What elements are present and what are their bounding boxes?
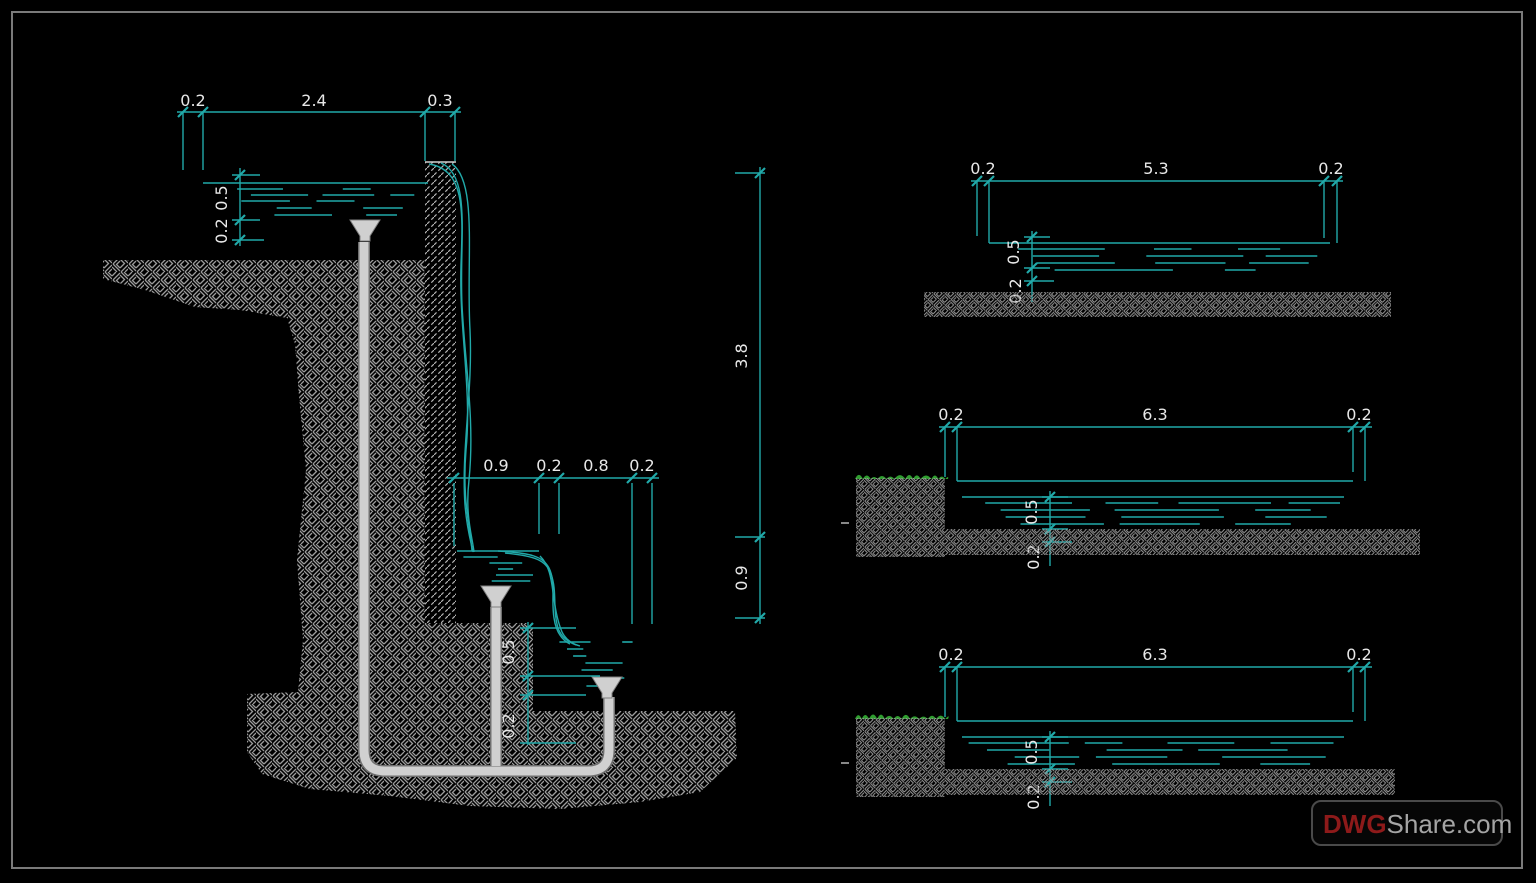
grass-tufts bbox=[855, 714, 949, 719]
nozzle-3 bbox=[591, 676, 623, 699]
nozzle-2 bbox=[480, 585, 512, 608]
dim-label: 0.5 bbox=[1004, 239, 1023, 264]
dim-label: 0.9 bbox=[732, 565, 751, 590]
right-section-view-bottom: 0.2 6.3 0.2 0.5 0.2 bbox=[841, 645, 1395, 810]
dim-label: 0.5 bbox=[212, 185, 231, 210]
dim-label: 6.3 bbox=[1142, 405, 1167, 424]
dim-width-b: 0.2 6.3 0.2 bbox=[938, 405, 1372, 481]
dim-width-a: 0.2 5.3 0.2 bbox=[970, 159, 1344, 243]
dim-label: 0.2 bbox=[938, 405, 963, 424]
watermark-box bbox=[1311, 800, 1503, 846]
dim-label: 2.4 bbox=[301, 91, 326, 110]
ground-hatch bbox=[103, 260, 737, 809]
dim-top-width: 0.2 2.4 0.3 bbox=[177, 91, 461, 170]
dim-label: 0.2 bbox=[536, 456, 561, 475]
pool-a-floor-hatch bbox=[924, 292, 1391, 317]
drawing-frame bbox=[11, 11, 1523, 869]
dim-label: 0.3 bbox=[427, 91, 452, 110]
pool-b-floor-hatch bbox=[945, 529, 1420, 555]
nozzle-1 bbox=[349, 219, 381, 242]
watermark-text: DWGShare.com bbox=[1323, 809, 1512, 839]
right-section-view-top: 0.2 5.3 0.2 0.5 0.2 bbox=[924, 159, 1391, 317]
dim-label: 0.8 bbox=[583, 456, 608, 475]
soil-block-c bbox=[856, 718, 945, 797]
grass-c bbox=[855, 714, 949, 719]
dim-upper-depth: 0.5 0.2 bbox=[212, 168, 264, 246]
right-section-view-middle: 0.2 6.3 0.2 0.5 0.2 bbox=[841, 405, 1420, 570]
dim-label: 0.2 bbox=[938, 645, 963, 664]
watermark: DWGShare.com bbox=[1311, 800, 1512, 846]
mid-pool-water bbox=[463, 556, 533, 582]
dim-label: 0.2 bbox=[499, 713, 518, 738]
dim-label: 3.8 bbox=[732, 343, 751, 368]
waterfall-wall bbox=[425, 162, 456, 623]
dim-height: 3.8 0.9 bbox=[732, 167, 766, 624]
dim-label: 0.5 bbox=[1022, 499, 1041, 524]
grass-tufts bbox=[855, 474, 949, 479]
pool-b-water bbox=[985, 502, 1340, 525]
upper-pool-water bbox=[237, 188, 415, 216]
dim-label: 0.2 bbox=[1346, 645, 1371, 664]
dim-label: 0.2 bbox=[180, 91, 205, 110]
soil-block-b bbox=[856, 478, 945, 557]
supply-pipe bbox=[358, 242, 615, 777]
dim-label: 0.5 bbox=[499, 639, 518, 664]
pool-c-floor-hatch bbox=[945, 769, 1395, 795]
dim-width-c: 0.2 6.3 0.2 bbox=[938, 645, 1372, 721]
dim-label: 0.9 bbox=[483, 456, 508, 475]
dim-label: 0.2 bbox=[212, 218, 231, 243]
dim-label: 0.2 bbox=[1346, 405, 1371, 424]
dim-basin-width: 0.9 0.2 0.8 0.2 bbox=[447, 456, 659, 624]
pool-a-water bbox=[1018, 248, 1318, 271]
waterfall-cascade-lower bbox=[497, 550, 581, 647]
waterfall-cascade-upper bbox=[428, 162, 475, 553]
dim-label: 0.2 bbox=[970, 159, 995, 178]
dim-label: 0.2 bbox=[1318, 159, 1343, 178]
dim-label: 6.3 bbox=[1142, 645, 1167, 664]
grass-b bbox=[855, 474, 949, 479]
dim-lower-depth: 0.5 0.2 bbox=[499, 622, 600, 745]
dim-label: 0.2 bbox=[629, 456, 654, 475]
pool-c-water bbox=[968, 742, 1334, 765]
dim-label: 5.3 bbox=[1143, 159, 1168, 178]
left-section-view: 0.2 2.4 0.3 0.5 0.2 0.9 0.2 0.8 0.2 bbox=[103, 91, 766, 809]
dim-label: 0.5 bbox=[1022, 739, 1041, 764]
